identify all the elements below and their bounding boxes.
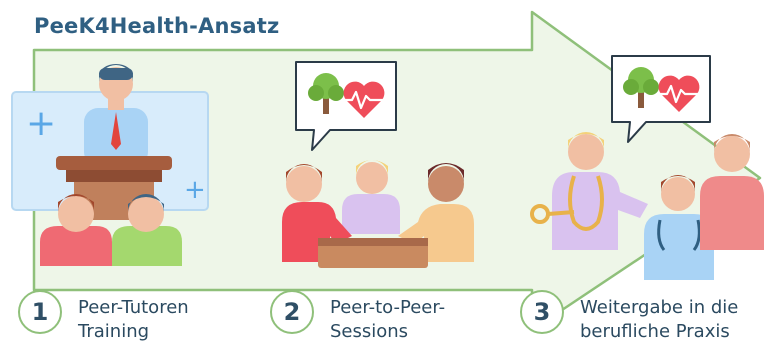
tree-icon	[308, 73, 344, 114]
heart-pulse-icon	[658, 75, 700, 112]
tree-icon	[623, 67, 659, 108]
step-1-label-line2: Training	[78, 321, 150, 342]
step-3-label-line2: berufliche Praxis	[580, 321, 730, 342]
step-3-label-line1: Weitergabe in die	[580, 297, 739, 318]
step-2-label: Peer-to-Peer- Sessions	[330, 296, 445, 344]
diagram-title: PeeK4Health-Ansatz	[34, 14, 280, 38]
speech-bubble	[295, 61, 397, 151]
svg-text:+: +	[184, 175, 206, 205]
peer-group-conversation-icon	[282, 160, 474, 268]
svg-text:+: +	[26, 103, 56, 144]
step-2-number: 2	[270, 290, 314, 334]
step-1-label-line1: Peer-Tutoren	[78, 297, 189, 318]
step-3-label: Weitergabe in die berufliche Praxis	[580, 296, 738, 344]
step-2-label-line1: Peer-to-Peer-	[330, 297, 446, 318]
speech-bubble	[611, 55, 711, 143]
doctor-talking-to-patients-icon	[530, 132, 764, 280]
step-3-number: 3	[520, 290, 564, 334]
teacher-presenting-to-students-icon: + +	[11, 64, 209, 266]
step-1-label: Peer-Tutoren Training	[78, 296, 189, 344]
step-1-number: 1	[18, 290, 62, 334]
heart-pulse-icon	[343, 81, 385, 118]
step-2-label-line2: Sessions	[330, 321, 409, 342]
